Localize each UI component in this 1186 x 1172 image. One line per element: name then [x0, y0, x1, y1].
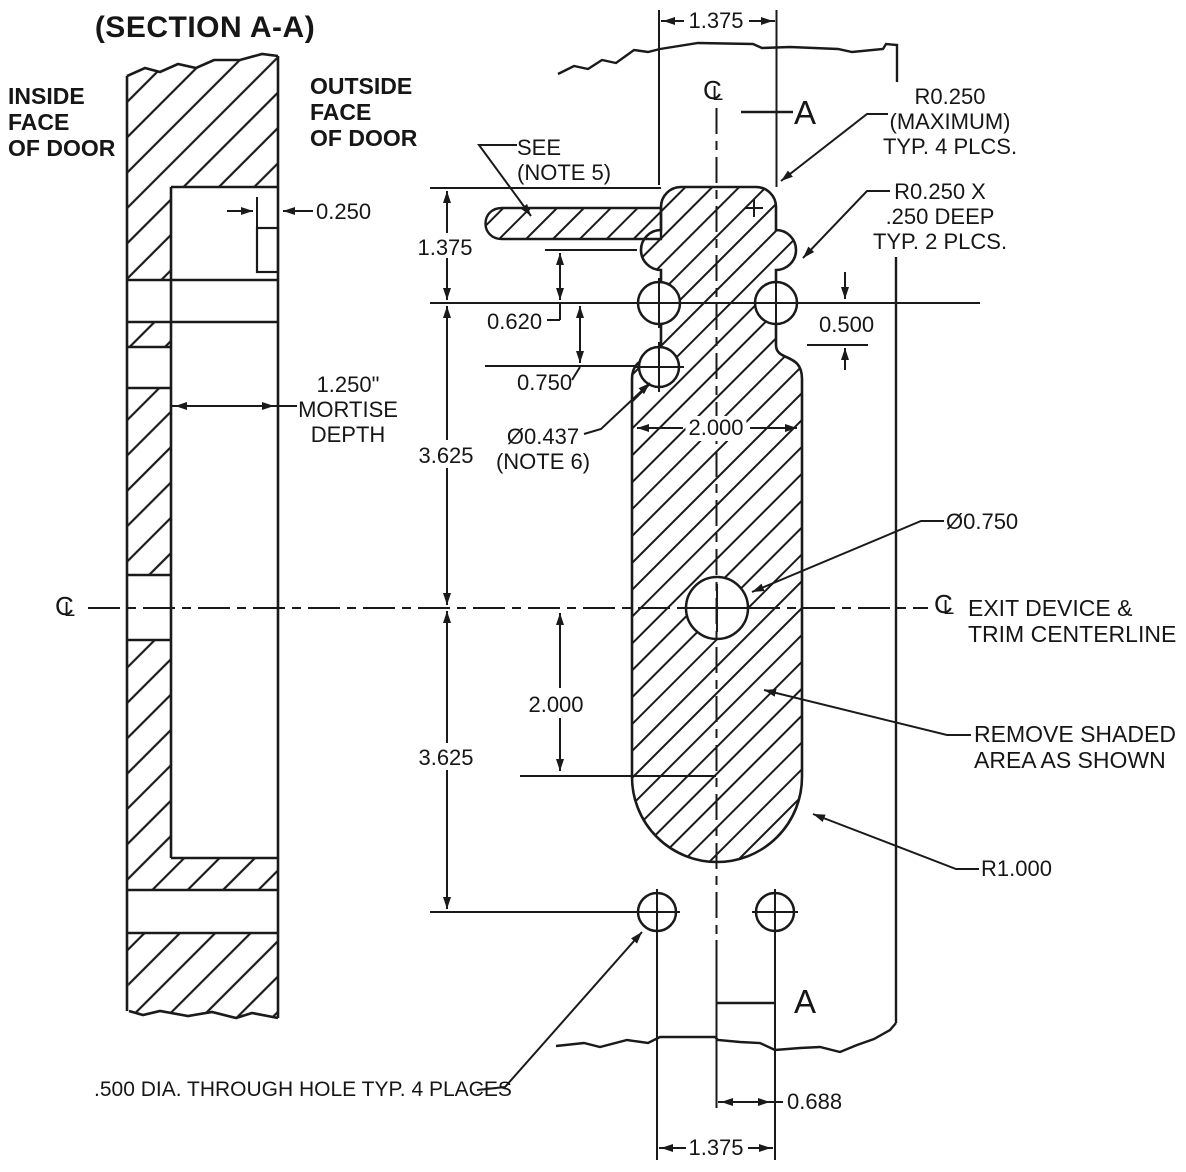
dim-cut-width: 2.000 [685, 415, 747, 441]
dim-hole-offset: 0.750 [517, 370, 573, 395]
dim-lower-half: 3.625 [418, 745, 474, 770]
section-outlines [125, 52, 280, 1020]
cutout-template-shape [484, 185, 804, 933]
dim-right-step: 0.500 [819, 312, 875, 337]
leader-lines [476, 113, 979, 1091]
centerline-label: EXIT DEVICE &TRIM CENTERLINE [968, 595, 1177, 647]
dim-lower-tangent: 2.000 [528, 692, 584, 717]
hole-center-crosses [634, 199, 801, 935]
note-hole-437: Ø0.437(NOTE 6) [495, 424, 591, 474]
note-radius: R1.000 [981, 856, 1052, 881]
note-r-max: R0.250(MAXIMUM)TYP. 4 PLCS. [882, 84, 1018, 159]
dim-bottom-width: 1.375 [688, 1135, 744, 1160]
dim-top-width: 1.375 [688, 8, 744, 33]
section-marker-bottom: A [794, 983, 817, 1020]
note-hole-750: Ø0.750 [946, 509, 1019, 534]
dimension-lines [443, 17, 849, 1152]
note-see: SEE(NOTE 5) [517, 135, 612, 185]
dim-notch-offset: 0.620 [487, 309, 543, 334]
section-marker-top: A [794, 94, 817, 131]
door-section-view [125, 52, 313, 1020]
section-title: (SECTION A-A) [94, 11, 316, 44]
dim-slot-depth: 0.250 [316, 199, 372, 224]
dim-bottom-offset: 0.688 [787, 1089, 843, 1114]
door-edge-break-lines [555, 41, 899, 1054]
dim-height-top: 1.375 [417, 235, 473, 260]
note5-slot-bar [484, 206, 663, 241]
note-through-holes: .500 DIA. THROUGH HOLE TYP. 4 PLACES [94, 1078, 512, 1101]
dim-upper-half: 3.625 [418, 443, 474, 468]
reference-lines [88, 10, 980, 1160]
section-hatch-areas [127, 54, 278, 1018]
